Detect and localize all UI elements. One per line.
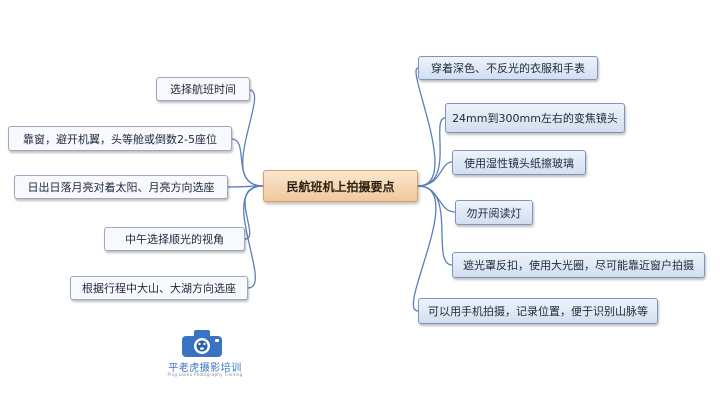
link-right-3 — [417, 161, 453, 187]
right-node-label: 24mm到300mm左右的变焦镜头 — [452, 112, 618, 125]
right-node-label: 穿着深色、不反光的衣服和手表 — [431, 62, 585, 75]
left-node-label: 选择航班时间 — [170, 83, 236, 96]
brand-logo: 平老虎摄影培训 Ping Laohu Photography Training — [160, 326, 250, 386]
link-right-2 — [417, 117, 446, 187]
brand-name: 平老虎摄影培训 — [168, 363, 242, 374]
right-node-lens-paper[interactable]: 使用湿性镜头纸擦玻璃 — [452, 150, 586, 175]
center-topic[interactable]: 民航班机上拍摄要点 — [263, 170, 418, 202]
right-node-no-reading-light[interactable]: 勿开阅读灯 — [455, 200, 533, 225]
right-node-label: 使用湿性镜头纸擦玻璃 — [464, 156, 574, 170]
right-node-label: 可以用手机拍摄，记录位置，便于识别山脉等 — [428, 305, 648, 318]
left-node-label: 中午选择顺光的视角 — [125, 233, 224, 246]
link-left-2 — [231, 138, 264, 187]
camera-bear-icon — [182, 330, 222, 357]
right-node-lens-hood[interactable]: 遮光罩反扣，使用大光圈，尽可能靠近窗户拍摄 — [452, 252, 705, 278]
left-node-sun-moon-seat[interactable]: 日出日落月亮对着太阳、月亮方向选座 — [14, 175, 228, 199]
left-node-label: 日出日落月亮对着太阳、月亮方向选座 — [27, 181, 215, 194]
left-node-window-seat[interactable]: 靠窗，避开机翼，头等舱或倒数2-5座位 — [8, 126, 232, 151]
left-node-label: 根据行程中大山、大湖方向选座 — [82, 282, 236, 295]
left-node-flight-time[interactable]: 选择航班时间 — [156, 77, 250, 101]
right-node-phone-shooting[interactable]: 可以用手机拍摄，记录位置，便于识别山脉等 — [418, 298, 658, 324]
right-node-zoom-lens[interactable]: 24mm到300mm左右的变焦镜头 — [445, 103, 625, 133]
right-node-label: 勿开阅读灯 — [466, 206, 522, 220]
left-node-noon-angle[interactable]: 中午选择顺光的视角 — [104, 227, 245, 251]
link-left-1 — [242, 89, 264, 187]
link-right-6 — [412, 185, 437, 312]
link-left-5 — [243, 185, 264, 289]
left-node-mountain-lake-seat[interactable]: 根据行程中大山、大湖方向选座 — [70, 276, 248, 300]
link-right-1 — [415, 67, 436, 187]
brand-subtitle: Ping Laohu Photography Training — [167, 372, 243, 377]
right-node-label: 遮光罩反扣，使用大光圈，尽可能靠近窗户拍摄 — [463, 259, 694, 272]
center-topic-label: 民航班机上拍摄要点 — [286, 179, 395, 194]
right-node-dark-clothes[interactable]: 穿着深色、不反光的衣服和手表 — [418, 56, 598, 80]
left-node-label: 靠窗，避开机翼，头等舱或倒数2-5座位 — [23, 132, 217, 146]
